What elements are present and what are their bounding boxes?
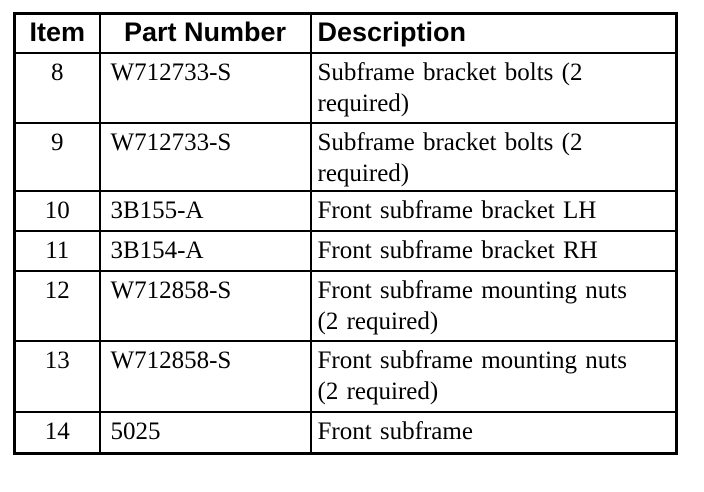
table-row: 12 W712858-S Front subframe mounting nut… (13, 270, 678, 342)
cell-description: Front subframe (309, 411, 678, 454)
cell-item-number: 13 (13, 340, 101, 413)
table-row: 13 W712858-S Front subframe mounting nut… (13, 340, 678, 413)
cell-part-number: W712733-S (98, 122, 312, 192)
cell-part-number: W712858-S (98, 340, 312, 413)
cell-description: Front subframe bracket LH (309, 190, 678, 232)
column-header-item: Item (13, 12, 101, 54)
cell-part-number: W712858-S (98, 270, 312, 342)
cell-description: Front subframe bracket RH (309, 230, 678, 272)
cell-part-number: 3B155-A (98, 190, 312, 232)
cell-item-number: 10 (13, 190, 101, 232)
cell-item-number: 8 (13, 52, 101, 124)
table-header-row: Item Part Number Description (13, 12, 678, 54)
cell-part-number: 5025 (98, 411, 312, 454)
cell-item-number: 9 (13, 122, 101, 192)
cell-part-number: W712733-S (98, 52, 312, 124)
table-row: 14 5025 Front subframe (13, 411, 678, 454)
column-header-description: Description (309, 12, 678, 54)
cell-item-number: 12 (13, 270, 101, 342)
table-row: 8 W712733-S Subframe bracket bolts (2 re… (13, 52, 678, 124)
cell-part-number: 3B154-A (98, 230, 312, 272)
table-row: 9 W712733-S Subframe bracket bolts (2 re… (13, 122, 678, 192)
column-header-part-number: Part Number (98, 12, 312, 54)
cell-description: Subframe bracket bolts (2 required) (309, 52, 678, 124)
cell-description: Front subframe mounting nuts (2 required… (309, 340, 678, 413)
cell-item-number: 14 (13, 411, 101, 454)
cell-description: Subframe bracket bolts (2 required) (309, 122, 678, 192)
table-row: 11 3B154-A Front subframe bracket RH (13, 230, 678, 272)
cell-item-number: 11 (13, 230, 101, 272)
parts-table: Item Part Number Description 8 W712733-S… (13, 12, 678, 455)
table-row: 10 3B155-A Front subframe bracket LH (13, 190, 678, 232)
cell-description: Front subframe mounting nuts (2 required… (309, 270, 678, 342)
